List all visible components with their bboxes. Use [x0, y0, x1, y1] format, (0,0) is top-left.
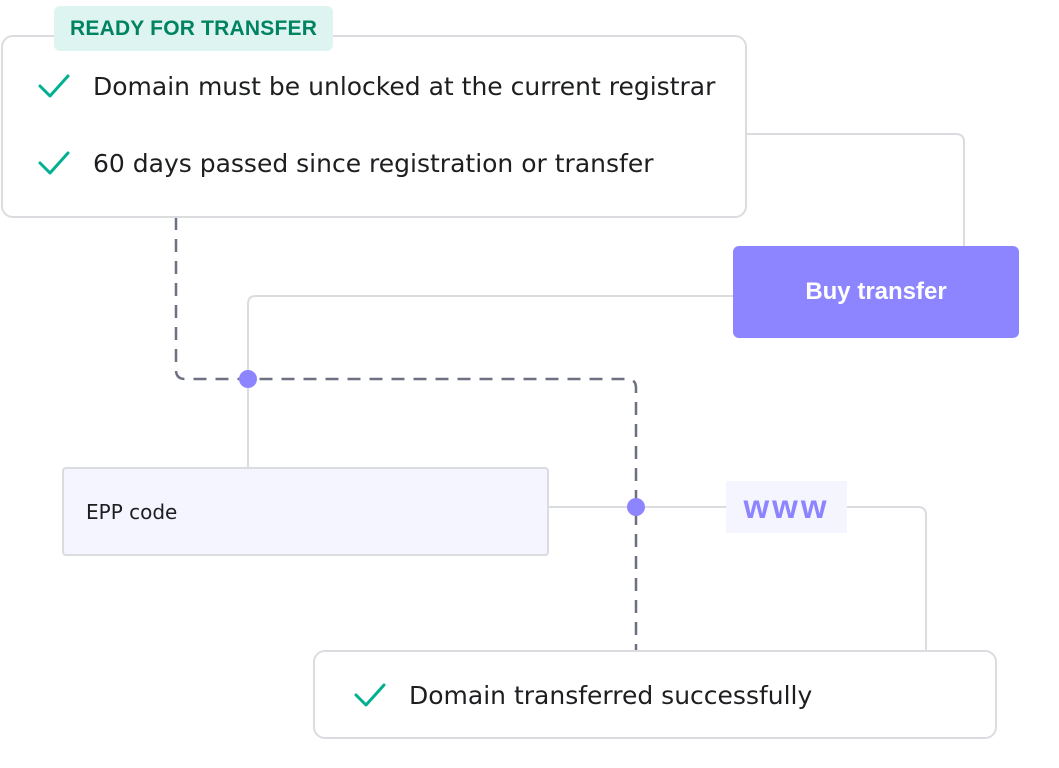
status-badge: READY FOR TRANSFER [54, 6, 334, 51]
requirement-row-unlocked: Domain must be unlocked at the current r… [37, 71, 715, 101]
requirements-card: Domain must be unlocked at the current r… [1, 35, 747, 218]
connector-buy-button-to-epp [247, 295, 733, 467]
junction-dot-upper [239, 370, 257, 388]
check-icon [38, 74, 70, 98]
epp-code-field: EPP code [62, 467, 549, 556]
www-label: www [726, 481, 847, 533]
connector-www-to-result [847, 506, 927, 650]
result-label: Domain transferred successfully [409, 680, 813, 710]
requirement-label: Domain must be unlocked at the current r… [93, 71, 716, 101]
check-icon [38, 151, 70, 175]
requirement-row-60-days: 60 days passed since registration or tra… [37, 148, 653, 178]
check-icon [354, 683, 386, 707]
junction-dot-lower [627, 498, 645, 516]
connector-top-card-to-buy-button [746, 133, 965, 246]
connector-dashed-path [174, 217, 638, 650]
result-card: Domain transferred successfully [313, 650, 997, 739]
result-row: Domain transferred successfully [353, 680, 812, 710]
requirement-label: 60 days passed since registration or tra… [93, 148, 654, 178]
epp-code-label: EPP code [86, 499, 178, 524]
buy-transfer-button[interactable]: Buy transfer [733, 246, 1019, 338]
